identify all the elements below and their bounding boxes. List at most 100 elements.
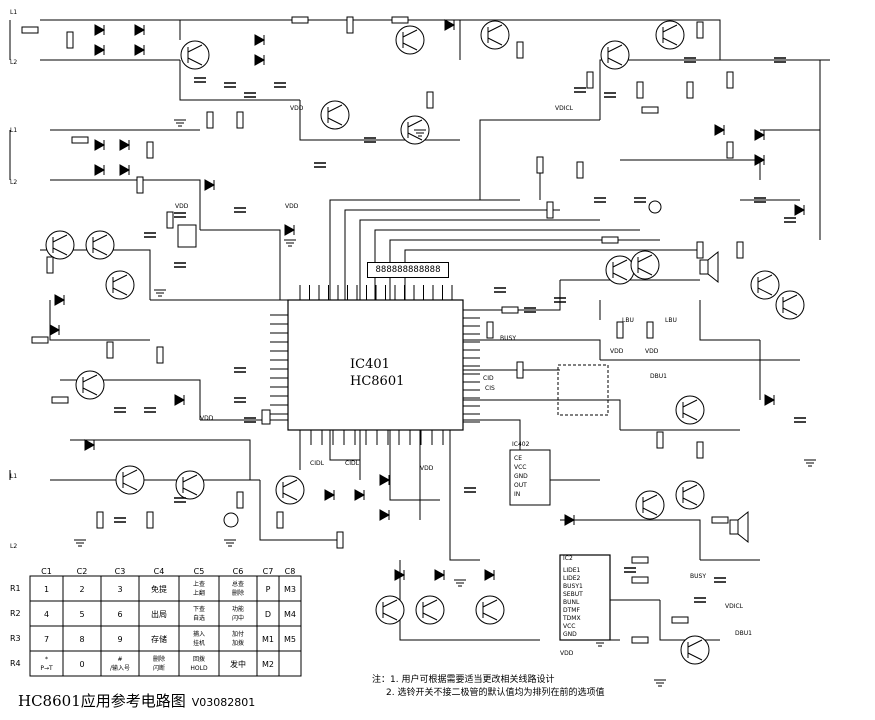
- keypad-cell-0-4-1: 上翻: [193, 589, 205, 597]
- diode-23: [754, 154, 766, 166]
- diode-18: [379, 474, 391, 486]
- resistor-41: [586, 71, 594, 89]
- resistor-42: [636, 81, 644, 99]
- wire-5: [179, 60, 300, 101]
- diode-13: [49, 324, 61, 336]
- connector-label-3: CIDL: [345, 460, 360, 467]
- wire-23: [463, 399, 621, 430]
- resistor-20: [156, 346, 164, 364]
- transistor-collector-23: [482, 599, 498, 608]
- transistor-collector-19: [642, 494, 658, 503]
- vdd-label-7: VDD: [560, 650, 574, 657]
- keypad-cell-0-1-0: 2: [79, 585, 84, 594]
- keypad-row-header-2: R3: [10, 634, 21, 643]
- keypad-cell-0-0-0: 1: [44, 585, 49, 594]
- transistor-emitter-14: [612, 272, 628, 281]
- transistor-emitter-9: [112, 287, 128, 296]
- vdd-label-2: VDD: [175, 203, 189, 210]
- diode-2: [94, 44, 106, 56]
- diode-21: [714, 124, 726, 136]
- transistor-collector-21: [382, 599, 398, 608]
- diode-12: [54, 294, 66, 306]
- wire-8: [50, 179, 201, 230]
- transistor-collector-13: [282, 479, 298, 488]
- diode-11: [284, 224, 296, 236]
- keypad-cell-0-7-0: M3: [284, 585, 296, 594]
- transistor-collector-11: [122, 469, 138, 478]
- wire-15: [70, 439, 251, 480]
- keypad-cell-3-4-0: 回拨: [193, 655, 205, 663]
- transistor-24: [680, 635, 710, 665]
- meter: [223, 512, 239, 528]
- ic402-pin-0: CE: [514, 455, 522, 462]
- ic2-body: [559, 554, 611, 641]
- vdd-label-3: VDD: [610, 348, 624, 355]
- resistor-1: [66, 31, 74, 49]
- resistor-5: [346, 16, 354, 34]
- resistor-11: [576, 161, 584, 179]
- wire-27: [560, 519, 701, 560]
- keypad-cell-2-5-0: 加付: [232, 630, 244, 638]
- diode-4: [254, 34, 266, 46]
- transistor-emitter-11: [122, 482, 138, 491]
- transistor-10: [75, 370, 105, 400]
- transistor-20: [675, 480, 705, 510]
- keypad-row-header-3: R4: [10, 659, 21, 668]
- transistor-collector-5: [607, 44, 623, 53]
- transistor-21: [375, 595, 405, 625]
- connector-label-6: BUSY: [500, 335, 516, 342]
- resistor-43: [686, 81, 694, 99]
- transistor-0: [180, 40, 210, 70]
- connector-label-8: CID: [483, 375, 494, 382]
- ic2-pin-6: TDMX: [562, 615, 581, 622]
- diode-8: [94, 164, 106, 176]
- keypad-col-header-4: C5: [194, 567, 205, 576]
- connector-label-2: CIDL: [310, 460, 325, 467]
- transistor-8: [85, 230, 115, 260]
- wire-0: [40, 19, 181, 40]
- diode-7: [119, 139, 131, 151]
- keypad-cell-1-7-0: M4: [284, 610, 296, 619]
- keypad-cell-1-6-0: D: [265, 610, 271, 619]
- resistor-30: [616, 321, 624, 339]
- wire-17: [259, 480, 340, 541]
- ic2-pin-0: LIDE1: [563, 567, 581, 574]
- connector-label-9: CIS: [485, 385, 495, 392]
- resistor-47: [726, 141, 734, 159]
- keypad-cell-2-4-0: 捕入: [193, 630, 205, 638]
- speaker-1: [699, 259, 709, 275]
- wire-31: [329, 199, 520, 300]
- transistor-4: [480, 20, 510, 50]
- keypad-cell-2-4-1: 挂机: [193, 639, 205, 647]
- transistor-collector-1: [327, 104, 343, 113]
- vdd-label-4: VDD: [645, 348, 659, 355]
- resistor-39: [671, 616, 689, 624]
- diode-19: [379, 509, 391, 521]
- transistor-collector-16: [757, 274, 773, 283]
- transistor-emitter-15: [637, 267, 653, 276]
- keypad-cell-2-2-0: 9: [117, 635, 122, 644]
- keypad-cell-1-1-0: 5: [79, 610, 84, 619]
- resistor-23: [146, 511, 154, 529]
- vdd-label-5: VDD: [200, 415, 214, 422]
- wire-49: [620, 159, 761, 180]
- ic402-pin-4: IN: [514, 491, 520, 498]
- keypad-cell-1-4-1: 自选: [193, 614, 205, 622]
- transistor-collector-3: [402, 29, 418, 38]
- transistor-18: [675, 395, 705, 425]
- diode-24: [794, 204, 806, 216]
- wires: [9, 19, 830, 641]
- wire-43: [479, 119, 600, 200]
- keypad-cell-3-6-0: M2: [262, 660, 274, 669]
- notes-line2: 2. 选铃开关不接二极管的默认值均为排列在前的选项值: [386, 688, 605, 698]
- diode-29: [484, 569, 496, 581]
- diode-6: [94, 139, 106, 151]
- line-in-label-1: L2: [10, 59, 17, 66]
- resistor-44: [641, 106, 659, 114]
- wire-30: [659, 600, 720, 641]
- connector-label-11: LBU: [665, 317, 677, 324]
- notes-line1: 1. 用户可根据需要适当更改相关线路设计: [390, 675, 555, 685]
- line-in-label-5: L2: [10, 543, 17, 550]
- transistor-emitter-2: [407, 132, 423, 141]
